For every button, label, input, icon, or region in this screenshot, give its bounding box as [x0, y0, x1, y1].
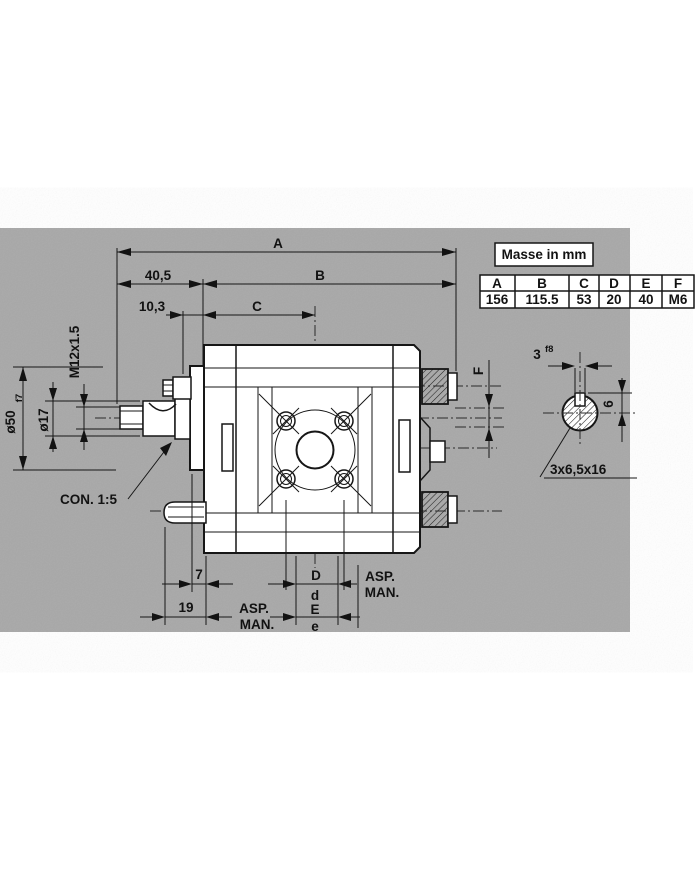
f-dimension: F	[471, 360, 493, 458]
rear-center-plug	[429, 440, 446, 463]
table-value-c: 53	[576, 292, 592, 307]
cover-screw	[258, 465, 300, 507]
dim-key-height-label: 6	[601, 400, 616, 408]
dim-key-width-label: 3	[533, 347, 541, 362]
dim-dia17-label: ø17	[36, 408, 51, 431]
shaft-key-detail: 3 f8 6 3x6,5x16	[533, 344, 638, 479]
asp-label-1: ASP.	[365, 569, 395, 584]
dim-dia50-label: ø50	[3, 410, 18, 433]
cover-screw	[330, 393, 372, 435]
dim-e-upper-label: E	[310, 602, 319, 617]
unit-note-box	[494, 242, 594, 267]
dim-key-width-tolerance: f8	[545, 344, 553, 355]
table-value-b: 115.5	[525, 292, 559, 307]
side-view	[95, 306, 505, 568]
table-header-a: A	[492, 276, 502, 291]
dim-b-label: B	[315, 268, 325, 283]
dim-a-label: A	[273, 236, 283, 251]
mounting-flange	[189, 365, 205, 471]
right-port-slot	[398, 419, 411, 473]
dim-f-label: F	[471, 367, 486, 375]
rear-port-top	[421, 368, 458, 405]
dim-c-label: C	[252, 299, 262, 314]
table-header-b: B	[537, 276, 547, 291]
dim-thread-label: M12x1.5	[67, 325, 82, 378]
dim-d-upper-label: D	[311, 568, 321, 583]
table-header-c: C	[579, 276, 589, 291]
taper-label: CON. 1:5	[60, 492, 118, 507]
bottom-dimensions: 7 D d ASP. MAN. 19 ASP. MAN. E e	[140, 474, 399, 634]
man-label-1: MAN.	[365, 585, 400, 600]
left-dimensions: ø50 f7 ø17 M12x1.5 CON. 1:5	[3, 325, 172, 507]
table-header-f: F	[674, 276, 682, 291]
rear-face	[258, 393, 372, 507]
dim-d-lower-label: d	[311, 588, 319, 603]
left-port-slot	[221, 423, 234, 472]
dim-40-5-label: 40,5	[145, 268, 172, 283]
dim-dia50-tolerance: f7	[14, 394, 25, 402]
upper-stud	[162, 376, 192, 400]
rear-port-bottom	[421, 491, 458, 528]
dim-e-lower-label: e	[311, 619, 319, 634]
dim-7-label: 7	[195, 567, 203, 582]
table-header-d: D	[609, 276, 619, 291]
drive-shaft	[119, 397, 191, 440]
cover-screw	[258, 393, 300, 435]
dim-19-label: 19	[178, 600, 193, 615]
man-label-2: MAN.	[240, 617, 275, 632]
cover-screw	[330, 465, 372, 507]
asp-label-2: ASP.	[239, 601, 269, 616]
table-value-a: 156	[486, 292, 509, 307]
lower-stud	[163, 501, 207, 524]
top-dimensions: A 40,5 B 10,3 C	[116, 236, 457, 404]
table-value-f: M6	[669, 292, 688, 307]
table-header-e: E	[641, 276, 650, 291]
dimension-table: Masse in mm A B C D E F 156 115.5 53 20 …	[479, 242, 695, 309]
key-spec-label: 3x6,5x16	[550, 462, 607, 477]
unit-note: Masse in mm	[502, 247, 587, 262]
table-value-d: 20	[606, 292, 621, 307]
table-value-e: 40	[638, 292, 653, 307]
dim-10-3-label: 10,3	[139, 299, 166, 314]
